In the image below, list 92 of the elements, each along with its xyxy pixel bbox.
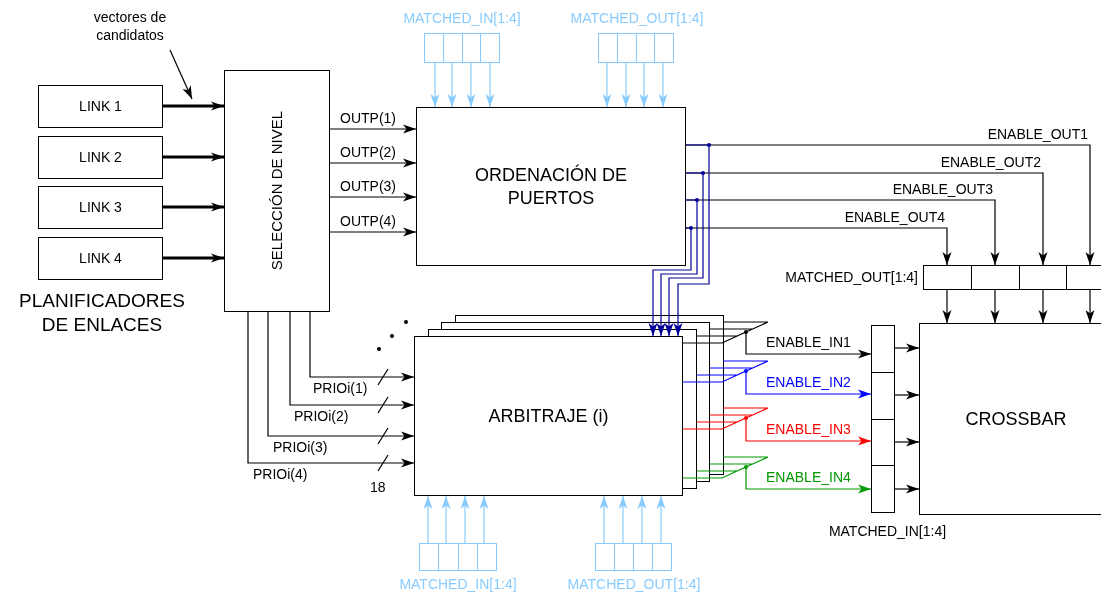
arrow: [163, 152, 224, 162]
arrow: [658, 62, 668, 108]
arrow: [163, 202, 224, 212]
edge-label: OUTP(1): [340, 109, 397, 127]
process-box: [38, 186, 163, 229]
arrow: [1038, 289, 1048, 324]
arrow: [639, 62, 649, 108]
register-box: [419, 543, 497, 571]
arrow: [673, 144, 710, 337]
register-label: MATCHED_IN[1:4]: [402, 9, 522, 28]
process-box: [414, 336, 683, 496]
box-label: CROSSBAR: [965, 407, 1067, 431]
process-box: [38, 85, 163, 128]
arrow: [289, 311, 415, 410]
arrow: [163, 101, 224, 111]
edge-label: OUTP(4): [340, 212, 397, 230]
arrow: [329, 124, 417, 134]
arrow: [447, 62, 457, 108]
process-box: [416, 107, 686, 266]
process-box: [919, 323, 1101, 515]
arrow: [309, 311, 415, 382]
arrow: [267, 311, 415, 441]
arrow: [441, 495, 451, 544]
register-label: MATCHED_OUT[1:4]: [566, 575, 702, 594]
arrow: [485, 62, 495, 108]
edge-label: ENABLE_IN1: [766, 333, 852, 351]
arrow: [664, 172, 704, 337]
edge-label: ENABLE_OUT4: [843, 208, 945, 226]
arrow: [423, 495, 433, 544]
register-box: [424, 33, 500, 63]
arrow: [247, 311, 415, 468]
arrow: [894, 390, 920, 400]
box-label: LINK 2: [79, 148, 122, 167]
arrow: [682, 407, 872, 446]
arrow: [430, 62, 440, 108]
box-label: LINK 4: [79, 249, 122, 268]
edge-label: OUTP(2): [340, 143, 397, 161]
register-label: MATCHED_OUT[1:4]: [784, 268, 918, 287]
annotation-text: vectores de candidatos: [78, 8, 182, 50]
arrow: [648, 227, 692, 337]
bus-width-label: 18: [370, 479, 387, 497]
edge-label: ENABLE_IN4: [766, 468, 852, 486]
arrow: [479, 495, 489, 544]
arrow: [656, 495, 666, 544]
arrow: [163, 253, 224, 263]
arrow: [621, 62, 631, 108]
group-caption: PLANIFICADORES DE ENLACES: [18, 289, 186, 337]
edge-label: ENABLE_OUT1: [986, 125, 1088, 143]
arrow: [990, 289, 1000, 324]
arrow: [637, 495, 647, 544]
box-label: LINK 1: [79, 97, 122, 116]
arrow: [682, 321, 872, 359]
arrow: [599, 495, 609, 544]
register-box: [871, 325, 895, 513]
arrow: [682, 456, 872, 494]
box-label: LINK 3: [79, 198, 122, 217]
arrow: [602, 62, 612, 108]
register-label: MATCHED_IN[1:4]: [827, 522, 948, 541]
edge-label: ENABLE_IN3: [766, 420, 852, 438]
process-box: [224, 70, 330, 312]
arrow: [894, 343, 920, 353]
arrow: [656, 199, 698, 337]
edge-label: PRIOi(2): [294, 407, 350, 425]
register-label: MATCHED_OUT[1:4]: [569, 9, 705, 28]
arrow: [329, 158, 417, 168]
edge-label: PRIOi(3): [273, 438, 329, 456]
edge-label: OUTP(3): [340, 177, 397, 195]
register-box: [595, 543, 672, 571]
arrow: [466, 62, 476, 108]
register-label: MATCHED_IN[1:4]: [398, 575, 518, 594]
edge-label: ENABLE_IN2: [766, 373, 852, 391]
edge-label: ENABLE_OUT3: [891, 180, 993, 198]
arrow: [618, 495, 628, 544]
arrow: [460, 495, 470, 544]
process-box: [38, 237, 163, 280]
register-box: [598, 33, 674, 63]
process-box: [38, 136, 163, 179]
arrow: [329, 192, 417, 202]
arrow: [169, 49, 193, 100]
arrow: [682, 360, 872, 399]
arrow: [1085, 289, 1095, 324]
edge-label: ENABLE_OUT2: [939, 153, 1041, 171]
register-box: [923, 265, 1101, 290]
box-label: SELECCIÓN DE NIVEL: [267, 111, 286, 271]
arrow: [894, 484, 920, 494]
box-label: ORDENACIÓN DE PUERTOS: [474, 164, 628, 209]
arrow: [894, 437, 920, 447]
edge-label: PRIOi(1): [313, 379, 369, 397]
edge-label: PRIOi(4): [253, 465, 309, 483]
arrow: [942, 289, 952, 324]
box-label: ARBITRAJE (i): [488, 404, 609, 428]
arrow: [329, 227, 417, 237]
